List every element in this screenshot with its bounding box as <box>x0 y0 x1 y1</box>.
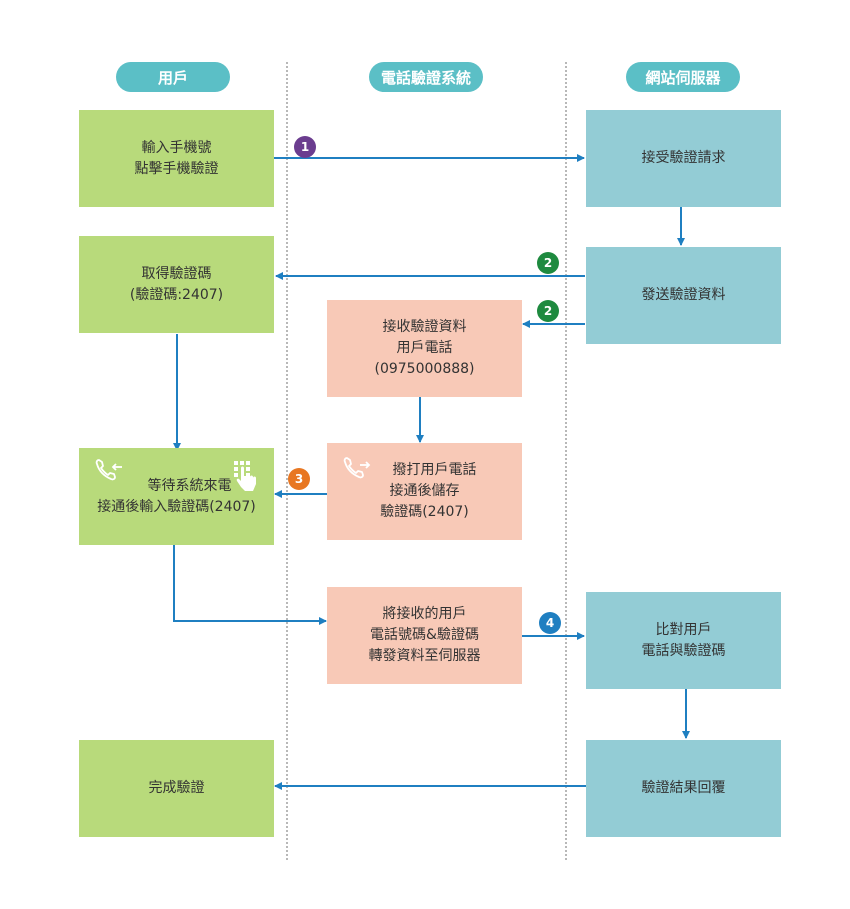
step-badge-2b: 2 <box>537 300 559 322</box>
box-compare-line1: 比對用戶 <box>655 621 712 638</box>
step-badge-1: 1 <box>294 136 316 158</box>
box-receive-data-line2: 用戶電話 <box>396 340 453 356</box>
box-input-phone-line1: 輸入手機號 <box>141 139 212 156</box>
tap-keypad-icon <box>234 461 256 491</box>
arrow-wait-to-forward <box>173 545 327 625</box>
lane-header-server: 網站伺服器 <box>626 62 740 92</box>
box-receive-data-line3: (0975000888) <box>374 361 475 377</box>
box-dial-line3: 驗證碼(2407) <box>380 504 469 520</box>
box-forward-line2: 電話號碼&驗證碼 <box>370 627 479 643</box>
box-wait-call-line1-row: 等待系統來電 <box>122 476 232 497</box>
box-forward-line3: 轉發資料至伺服器 <box>368 648 481 664</box>
box-send-data: 發送驗證資料 <box>586 247 781 344</box>
box-wait-call-line1: 等待系統來電 <box>147 477 232 494</box>
box-dial: 撥打用戶電話 接通後儲存 驗證碼(2407) <box>327 443 522 540</box>
box-receive-data: 接收驗證資料 用戶電話 (0975000888) <box>327 300 522 397</box>
phone-outgoing-icon <box>343 457 371 479</box>
box-input-phone: 輸入手機號 點擊手機驗證 <box>79 110 274 207</box>
box-forward-line1: 將接收的用戶 <box>382 606 467 622</box>
box-forward: 將接收的用戶 電話號碼&驗證碼 轉發資料至伺服器 <box>327 587 522 684</box>
box-compare: 比對用戶 電話與驗證碼 <box>586 592 781 689</box>
box-compare-line2: 電話與驗證碼 <box>641 642 726 659</box>
lane-divider-right <box>565 62 567 860</box>
box-input-phone-line2: 點擊手機驗證 <box>134 160 219 177</box>
box-complete: 完成驗證 <box>79 740 274 837</box>
box-send-data-label: 發送驗證資料 <box>641 287 726 303</box>
box-get-code-line2: (驗證碼:2407) <box>129 286 224 303</box>
lane-header-user: 用戶 <box>116 62 230 92</box>
box-result-label: 驗證結果回覆 <box>641 780 726 796</box>
box-get-code: 取得驗證碼 (驗證碼:2407) <box>79 236 274 333</box>
lane-header-system: 電話驗證系統 <box>369 62 483 92</box>
box-get-code-line1: 取得驗證碼 <box>141 265 212 282</box>
box-wait-call-line2: 接通後輸入驗證碼(2407) <box>97 498 256 515</box>
box-complete-label: 完成驗證 <box>148 780 205 796</box>
box-accept-request-label: 接受驗證請求 <box>641 150 726 166</box>
box-accept-request: 接受驗證請求 <box>586 110 781 207</box>
step-badge-4: 4 <box>539 612 561 634</box>
box-wait-call: 等待系統來電 接通後輸入驗證碼(2407) <box>79 448 274 545</box>
box-dial-line1: 撥打用戶電話 <box>392 462 477 478</box>
step-badge-2a: 2 <box>537 252 559 274</box>
lane-divider-left <box>286 62 288 860</box>
box-receive-data-line1: 接收驗證資料 <box>382 319 467 335</box>
step-badge-3: 3 <box>288 468 310 490</box>
box-dial-line2: 接通後儲存 <box>389 483 460 499</box>
box-result: 驗證結果回覆 <box>586 740 781 837</box>
phone-incoming-icon <box>95 459 122 481</box>
